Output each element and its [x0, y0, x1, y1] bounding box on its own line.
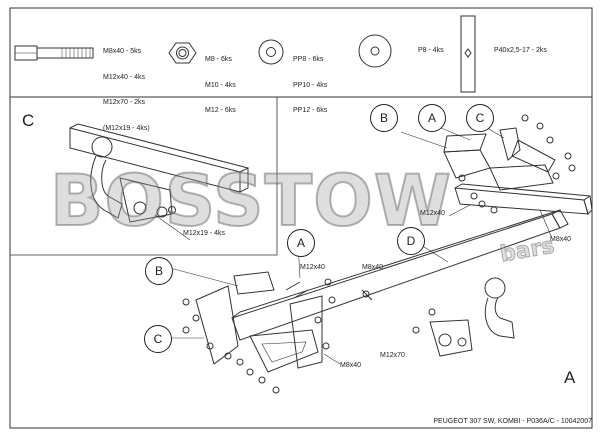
nut-legend-line-1: M8 - 6ks [205, 56, 232, 63]
callout-m12x40-top: M12x40 [420, 210, 445, 217]
bolt-icon [14, 45, 94, 61]
callout-m8x40-top: M8x40 [550, 236, 572, 243]
callout-circle-top-c: C [466, 104, 494, 132]
large-washer-icon [358, 34, 392, 68]
washer-legend: PP8 - 6ks PP10 - 4ks PP12 - 6ks [293, 39, 327, 124]
callout-circle-left-b: B [145, 257, 173, 285]
bolt-legend-line-4: (M12x19 - 4ks) [103, 124, 150, 132]
plate-legend: P40x2,5-17 - 2ks [494, 47, 547, 54]
washer-legend-line-3: PP12 - 6ks [293, 107, 328, 114]
nut-legend-line-3: M12 - 6ks [205, 107, 236, 114]
callout-m8x40-low: M8x40 [340, 362, 362, 369]
washer-legend-line-1: PP8 - 6ks [293, 56, 324, 63]
washer-icon [258, 39, 284, 65]
callout-circle-mid-a: A [287, 229, 315, 257]
callout-m12x19: M12x19 - 4ks [183, 230, 226, 237]
bolt-legend-line-2: M12x40 - 4ks [103, 73, 146, 81]
callout-circle-top-a: A [418, 104, 446, 132]
bosstow-watermark: BOSSTOW [49, 159, 453, 243]
drawing-footer: PEUGEOT 307 SW, KOMBI - P036A/C - 100420… [433, 418, 592, 425]
bolt-legend-line-1: M8x40 - 5ks [103, 48, 142, 55]
drawing-frame [9, 7, 593, 429]
bolt-legend: M8x40 - 5ks M12x40 - 4ks M12x70 - 2ks (M… [103, 31, 150, 142]
nut-legend-line-2: M10 - 4ks [205, 81, 236, 89]
plate-icon [460, 15, 476, 93]
nut-legend: M8 - 6ks M10 - 4ks M12 - 6ks [205, 39, 236, 124]
callout-m8x40-mid: M8x40 [362, 264, 384, 271]
top-bracket-assembly [400, 114, 593, 239]
view-label-a: A [564, 368, 576, 387]
washer-legend-line-2: PP10 - 4ks [293, 81, 328, 89]
view-label-c: C [22, 111, 35, 130]
nut-icon [168, 42, 197, 64]
callout-m12x70: M12x70 [380, 352, 405, 359]
main-crossbeam [168, 209, 569, 394]
callout-circle-top-b: B [370, 104, 398, 132]
large-washer-legend: P8 - 4ks [418, 47, 444, 54]
callout-circle-left-c: C [144, 325, 172, 353]
view-c-detail [69, 123, 249, 241]
callout-m12x40-mid: M12x40 [300, 264, 325, 271]
bolt-legend-line-3: M12x70 - 2ks [103, 99, 146, 106]
callout-circle-mid-d: D [397, 227, 425, 255]
